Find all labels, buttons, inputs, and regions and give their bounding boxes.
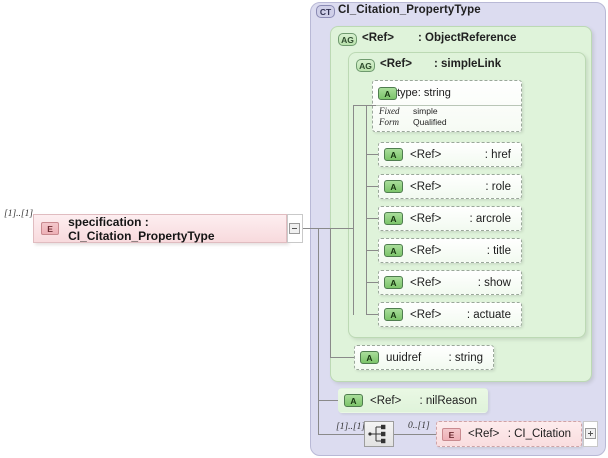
element-label-specification: specification : CI_Citation_PropertyType — [68, 214, 215, 243]
sequence-compositor-icon[interactable] — [364, 421, 394, 447]
connector-branch-href — [366, 154, 378, 155]
attribute-ref-arcrole: <Ref> — [410, 212, 442, 225]
connector-branch-actuate — [366, 314, 378, 315]
attribute-ref-title: <Ref> — [410, 244, 442, 257]
attribute-row-show[interactable]: A <Ref> : show — [378, 270, 522, 295]
attribute-badge-href: A — [384, 148, 403, 161]
property-key-form: Form — [379, 117, 399, 127]
connector-branch-nilreason — [318, 400, 338, 401]
compositor-cardinality: [1]..[1] — [336, 422, 366, 432]
attribute-badge-arcrole: A — [384, 212, 403, 225]
attribute-name-role: : role — [485, 180, 511, 193]
attribute-name-actuate: : actuate — [466, 308, 511, 321]
connector-spine-simplelink-lower — [353, 228, 354, 315]
element-ref-ci-citation: <Ref> — [468, 428, 500, 440]
attribute-badge-uuidref: A — [360, 351, 379, 364]
connector-branch-type — [366, 105, 376, 106]
attribute-row-nilreason[interactable]: A <Ref> : nilReason — [338, 388, 488, 413]
element-name-ci-citation: : CI_Citation — [507, 428, 571, 440]
connector-spine-objectreference — [330, 228, 331, 358]
attribute-group-badge-objectreference: AG — [338, 33, 357, 46]
attribute-ref-actuate: <Ref> — [410, 308, 442, 321]
attribute-badge-actuate: A — [384, 308, 403, 321]
property-form: Form Qualified — [379, 117, 517, 128]
property-fixed: Fixed simple — [379, 106, 517, 117]
connector-branch-arcrole — [366, 218, 378, 219]
attribute-badge-show: A — [384, 276, 403, 289]
expand-plus-icon-ci-citation[interactable] — [585, 428, 596, 439]
attribute-row-title[interactable]: A <Ref> : title — [378, 238, 522, 263]
attribute-name-title: : title — [486, 244, 511, 257]
attribute-badge-nilreason: A — [344, 394, 363, 407]
connector-branch-sequence — [318, 434, 364, 435]
attribute-group-name-simplelink: : simpleLink — [434, 58, 502, 70]
connector-branch-uuidref — [330, 357, 354, 358]
attribute-type-box[interactable]: A type : string Fixed simple Form Qualif… — [372, 80, 522, 132]
attribute-row-uuidref[interactable]: A uuidref : string — [354, 345, 494, 370]
connector-spine-attributes — [366, 105, 367, 315]
element-box-specification[interactable]: E specification : CI_Citation_PropertyTy… — [33, 214, 287, 243]
attribute-ref-href: <Ref> — [410, 148, 442, 161]
attribute-row-href[interactable]: A <Ref> : href — [378, 142, 522, 167]
attribute-ref-uuidref: uuidref — [386, 351, 422, 364]
collapse-minus-icon-specification[interactable] — [289, 223, 300, 234]
attribute-ref-nilreason: <Ref> — [370, 394, 402, 407]
attribute-name-href: : href — [484, 148, 511, 161]
attribute-ref-show: <Ref> — [410, 276, 442, 289]
element-badge-specification: E — [41, 222, 60, 235]
property-value-fixed: simple — [413, 106, 438, 116]
attribute-ref-role: <Ref> — [410, 180, 442, 193]
attribute-group-ref-simplelink: <Ref> — [380, 58, 412, 70]
attribute-name-nilreason: : nilReason — [419, 394, 477, 407]
attribute-name-uuidref: : string — [448, 351, 483, 364]
complex-type-badge: CT — [316, 5, 335, 18]
specification-cardinality: [1]..[1] — [4, 209, 34, 219]
attribute-group-badge-simplelink: AG — [356, 59, 375, 72]
attribute-group-name-objectreference: : ObjectReference — [418, 32, 517, 44]
connector-spine-simplelink — [353, 105, 354, 228]
connector-branch-title — [366, 250, 378, 251]
connector-trunk — [303, 228, 353, 229]
connector-top-join — [353, 105, 366, 106]
element-row-ci-citation[interactable]: E <Ref> : CI_Citation — [436, 421, 582, 447]
complex-type-title: CI_Citation_PropertyType — [338, 4, 481, 16]
child-element-cardinality: 0..[1] — [408, 421, 430, 431]
attribute-badge-role: A — [384, 180, 403, 193]
attribute-group-ref-objectreference: <Ref> — [362, 32, 394, 44]
property-key-fixed: Fixed — [379, 106, 400, 116]
attribute-badge-title: A — [384, 244, 403, 257]
property-value-form: Qualified — [413, 117, 447, 127]
attribute-badge-type: A — [378, 86, 397, 100]
attribute-type-properties: Fixed simple Form Qualified — [379, 106, 517, 128]
attribute-name-arcrole: : arcrole — [469, 212, 511, 225]
connector-spine-type — [318, 228, 319, 400]
attribute-row-arcrole[interactable]: A <Ref> : arcrole — [378, 206, 522, 231]
connector-spine-sequence — [318, 400, 319, 434]
connector-branch-show — [366, 282, 378, 283]
attribute-row-actuate[interactable]: A <Ref> : actuate — [378, 302, 522, 327]
attribute-type-header: A type : string — [373, 81, 521, 106]
attribute-datatype-type: : string — [417, 87, 451, 99]
connector-branch-role — [366, 186, 378, 187]
attribute-row-role[interactable]: A <Ref> : role — [378, 174, 522, 199]
attribute-name-type: type — [397, 87, 418, 99]
connector-sequence-to-child — [394, 434, 436, 435]
attribute-name-show: : show — [477, 276, 511, 289]
element-badge-ci-citation: E — [442, 427, 461, 441]
